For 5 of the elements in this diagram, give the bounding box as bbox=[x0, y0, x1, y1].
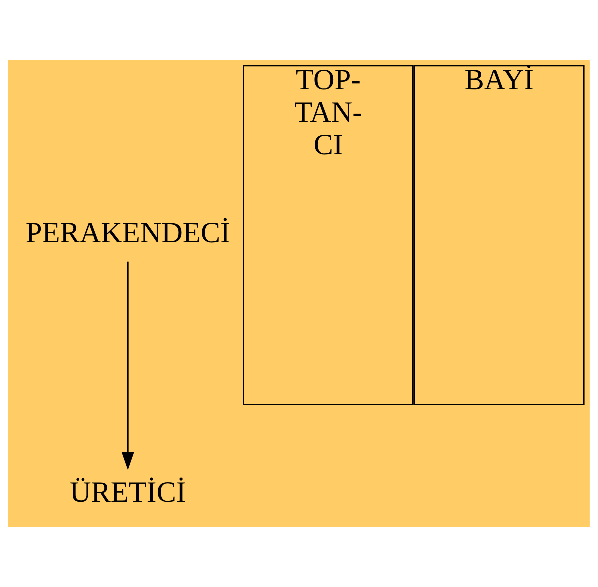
node-text: ÜRETİCİ bbox=[70, 476, 186, 509]
arrow bbox=[122, 262, 134, 470]
node-box: BAYİ bbox=[414, 65, 585, 406]
node-text: PERAKENDECİ bbox=[26, 218, 230, 250]
node-box: TOP- TAN- CI bbox=[243, 65, 414, 406]
